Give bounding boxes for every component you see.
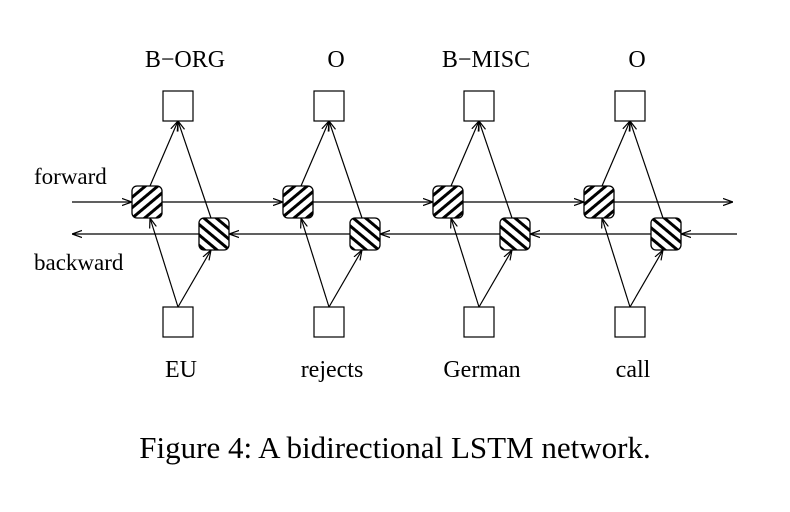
backward-to-output-arrow xyxy=(479,121,513,219)
input-node-box xyxy=(463,306,495,338)
forward-lstm-cell xyxy=(131,185,163,219)
backward-to-output-arrow xyxy=(329,121,363,219)
forward-lstm-cell xyxy=(282,185,314,219)
network-nodes xyxy=(131,90,682,338)
bilstm-diagram: forward backward B−ORG O B−MISC O EU rejects… xyxy=(34,47,737,383)
backward-lstm-cell xyxy=(349,217,381,251)
input-to-forward-arrow xyxy=(602,218,631,308)
input-word-label: German xyxy=(443,357,520,383)
backward-to-output-arrow xyxy=(178,121,212,219)
output-node-box xyxy=(313,90,345,122)
backward-label: backward xyxy=(34,250,124,275)
input-node-box xyxy=(614,306,646,338)
forward-to-output-arrow xyxy=(601,121,630,187)
connection-arrows xyxy=(72,121,737,308)
output-tag-label: B−ORG xyxy=(145,47,225,73)
forward-lstm-cell xyxy=(432,185,464,219)
forward-to-output-arrow xyxy=(450,121,479,187)
backward-lstm-cell xyxy=(650,217,682,251)
input-node-box xyxy=(162,306,194,338)
input-to-backward-arrow xyxy=(478,250,512,308)
input-word-labels: EU rejects German call xyxy=(165,357,651,383)
input-to-backward-arrow xyxy=(177,250,211,308)
input-to-backward-arrow xyxy=(629,250,663,308)
input-word-label: call xyxy=(616,357,651,383)
forward-label: forward xyxy=(34,164,107,189)
input-to-forward-arrow xyxy=(150,218,179,308)
output-node-box xyxy=(614,90,646,122)
figure-caption: Figure 4: A bidirectional LSTM network. xyxy=(139,430,651,465)
output-tag-labels: B−ORG O B−MISC O xyxy=(145,47,646,73)
input-to-backward-arrow xyxy=(328,250,362,308)
output-node-box xyxy=(162,90,194,122)
output-tag-label: O xyxy=(628,47,645,73)
input-to-forward-arrow xyxy=(301,218,330,308)
forward-lstm-cell xyxy=(583,185,615,219)
backward-to-output-arrow xyxy=(630,121,664,219)
forward-to-output-arrow xyxy=(149,121,178,187)
input-node-box xyxy=(313,306,345,338)
output-tag-label: O xyxy=(327,47,344,73)
backward-lstm-cell xyxy=(198,217,230,251)
output-node-box xyxy=(463,90,495,122)
forward-to-output-arrow xyxy=(300,121,329,187)
input-word-label: EU xyxy=(165,357,197,383)
input-to-forward-arrow xyxy=(451,218,480,308)
input-word-label: rejects xyxy=(301,357,364,383)
backward-lstm-cell xyxy=(499,217,531,251)
output-tag-label: B−MISC xyxy=(442,47,530,73)
